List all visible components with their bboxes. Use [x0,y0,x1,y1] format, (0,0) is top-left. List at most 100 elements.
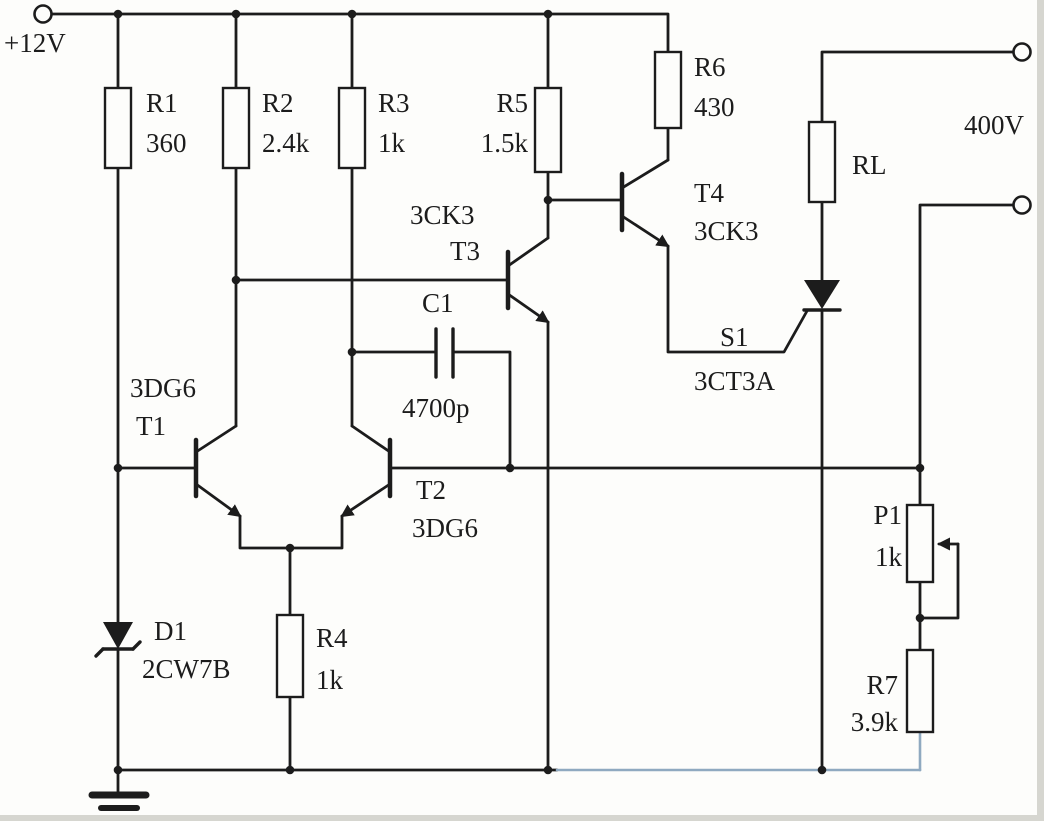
junction-dots [113,9,925,775]
junction-dot [543,765,553,775]
potentiometer-body [905,503,935,584]
r4-ref-label: R4 [316,623,348,653]
transistor-t2: T2 3DG6 [340,424,478,543]
d1-value-label: 2CW7B [142,654,231,684]
resistor-r3: R3 1k [337,86,410,170]
output-terminal-top [1012,42,1032,62]
r7-ref-label: R7 [866,670,898,700]
scan-edge-bottom [0,815,1044,821]
junction-dot [113,9,123,19]
transistor-t4: T4 3CK3 [619,158,759,248]
resistor-body [103,86,133,170]
d1-ref-label: D1 [154,616,187,646]
junction-dot [505,463,515,473]
resistor-r1: R1 360 [103,86,187,170]
resistor-body [905,648,935,734]
thyristor-triangle [804,280,840,309]
r5-value-label: 1.5k [481,128,529,158]
wires [50,12,1015,795]
wire [451,350,512,470]
c1-ref-label: C1 [422,288,454,318]
output-terminal-bottom [1012,195,1032,215]
resistor-r6: R6 430 [653,50,735,130]
wire [50,12,670,54]
terminals [33,4,1032,215]
resistor-r2: R2 2.4k [221,86,310,170]
resistor-body [337,86,367,170]
r3-value-label: 1k [378,128,406,158]
collector-lead [620,158,670,190]
emitter-lead [620,214,670,248]
r4-value-label: 1k [316,665,344,695]
wire [820,50,1015,124]
emitter-lead [506,292,550,324]
diode-triangle [103,622,133,649]
t1-ref-label: T1 [136,411,166,441]
r1-value-label: 360 [146,128,187,158]
wire [918,203,1015,507]
resistor-r4: R4 1k [275,613,348,699]
r1-ref-label: R1 [146,88,178,118]
resistor-r7: R7 3.9k [851,648,935,737]
potentiometer-p1: P1 1k [873,500,960,584]
scan-edge-right [1037,0,1044,821]
junction-dot [231,275,241,285]
transistor-t3: 3CK3 T3 [410,200,550,324]
collector-lead [350,424,392,454]
supply-voltage-label: +12V [4,28,66,58]
junction-dot [347,347,357,357]
rl-ref-label: RL [852,150,887,180]
collector-lead [506,236,550,268]
junction-dot [285,543,295,553]
emitter-lead [340,482,392,518]
resistor-body [221,86,251,170]
t2-ref-label: T2 [416,475,446,505]
zener-d1: D1 2CW7B [94,616,231,684]
resistor-body [533,86,563,174]
output-voltage-label: 400V [964,110,1025,140]
zener-tail [94,647,105,658]
r6-ref-label: R6 [694,52,726,82]
resistor-rl: RL [807,120,887,204]
t4-value-label: 3CK3 [694,216,759,246]
wire [238,514,344,550]
resistor-r5: R5 1.5k [481,86,563,174]
r7-value-label: 3.9k [851,707,899,737]
emitter-lead [194,482,242,518]
junction-dot [817,765,827,775]
t1-value-label: 3DG6 [130,373,196,403]
wire [918,542,960,620]
s1-ref-label: S1 [720,322,749,352]
resistor-body [807,120,837,204]
junction-dot [231,9,241,19]
c1-value-label: 4700p [402,393,470,423]
collector-lead [194,424,238,454]
r2-ref-label: R2 [262,88,294,118]
r6-value-label: 430 [694,92,735,122]
resistor-body [275,613,305,699]
zener-tail [131,640,142,651]
junction-dot [347,9,357,19]
supply-terminal [33,4,53,24]
r3-ref-label: R3 [378,88,410,118]
junction-dot [113,765,123,775]
r2-value-label: 2.4k [262,128,310,158]
s1-value-label: 3CT3A [694,366,776,396]
junction-dot [915,463,925,473]
junction-dot [543,195,553,205]
capacitor-c1: C1 4700p [402,288,470,423]
resistor-body [653,50,683,130]
junction-dot [915,613,925,623]
t4-ref-label: T4 [694,178,724,208]
wire [666,244,809,354]
junction-dot [113,463,123,473]
ground-symbol [88,791,150,811]
p1-ref-label: P1 [873,500,902,530]
junction-dot [543,9,553,19]
t3-ref-label: T3 [450,236,480,266]
transistor-t1: 3DG6 T1 [130,373,242,518]
thyristor-s1: S1 3CT3A [694,280,842,396]
t2-value-label: 3DG6 [412,513,478,543]
